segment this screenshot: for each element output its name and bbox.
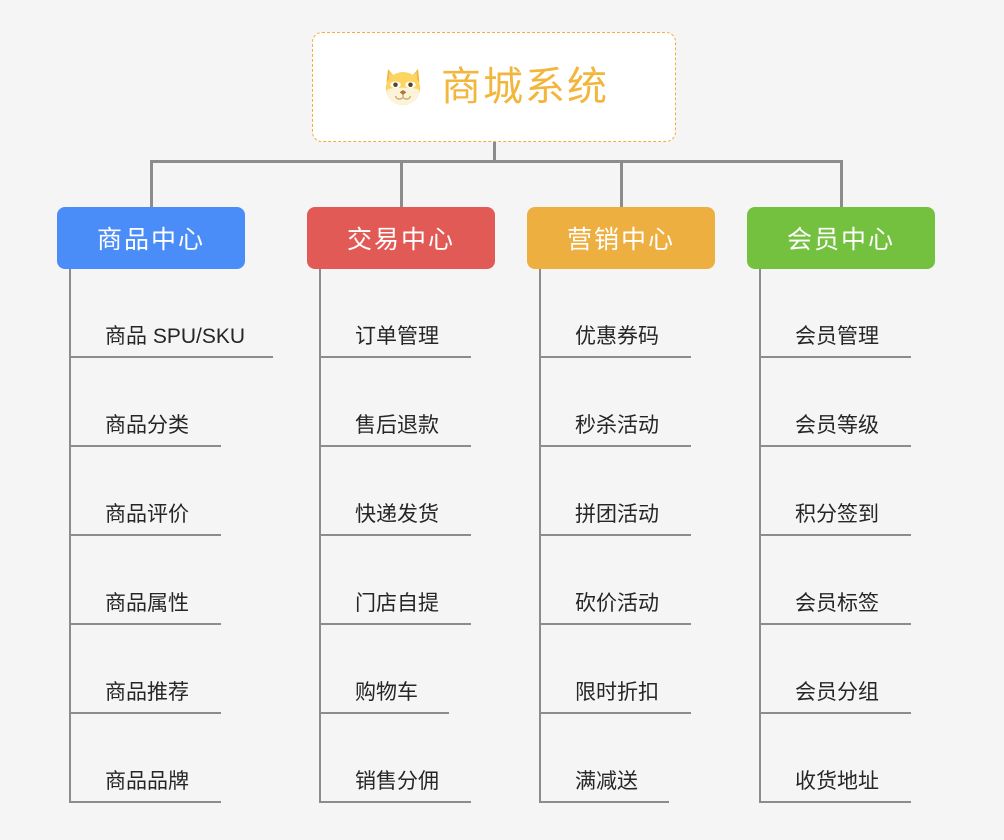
leaf-item-rule xyxy=(539,712,691,714)
leaf-item[interactable]: 限时折扣 xyxy=(539,625,747,714)
leaf-item[interactable]: 积分签到 xyxy=(759,447,967,536)
leaf-item[interactable]: 商品评价 xyxy=(69,447,277,536)
shiba-dog-icon xyxy=(385,69,421,105)
category-box-4[interactable]: 会员中心 xyxy=(747,207,935,269)
leaf-item-rule xyxy=(319,623,471,625)
branch-column-4: 会员中心会员管理会员等级积分签到会员标签会员分组收货地址 xyxy=(747,207,967,803)
leaf-item-label: 商品推荐 xyxy=(105,680,189,704)
leaf-list-4: 会员管理会员等级积分签到会员标签会员分组收货地址 xyxy=(759,269,967,803)
category-box-1[interactable]: 商品中心 xyxy=(57,207,245,269)
leaf-item[interactable]: 会员等级 xyxy=(759,358,967,447)
leaf-item[interactable]: 订单管理 xyxy=(319,269,527,358)
leaf-list-3: 优惠券码秒杀活动拼团活动砍价活动限时折扣满减送 xyxy=(539,269,747,803)
category-box-2[interactable]: 交易中心 xyxy=(307,207,495,269)
leaf-item-label: 会员分组 xyxy=(795,680,879,704)
leaf-item[interactable]: 商品推荐 xyxy=(69,625,277,714)
leaf-item-label: 销售分佣 xyxy=(355,769,439,793)
leaf-item-rule xyxy=(319,445,471,447)
leaf-item-rule xyxy=(69,801,221,803)
connector-drop-3 xyxy=(620,160,623,207)
leaf-item[interactable]: 售后退款 xyxy=(319,358,527,447)
leaf-item-label: 商品分类 xyxy=(105,413,189,437)
leaf-item-label: 购物车 xyxy=(355,680,418,704)
leaf-item-label: 秒杀活动 xyxy=(575,413,659,437)
leaf-item-rule xyxy=(759,623,911,625)
leaf-item[interactable]: 商品属性 xyxy=(69,536,277,625)
connector-drop-2 xyxy=(400,160,403,207)
leaf-item-label: 优惠券码 xyxy=(575,324,659,348)
leaf-item-label: 积分签到 xyxy=(795,502,879,526)
leaf-item-label: 限时折扣 xyxy=(575,680,659,704)
leaf-item-rule xyxy=(759,534,911,536)
leaf-item[interactable]: 快递发货 xyxy=(319,447,527,536)
leaf-item-rule xyxy=(69,623,221,625)
leaf-item[interactable]: 会员分组 xyxy=(759,625,967,714)
branch-column-2: 交易中心订单管理售后退款快递发货门店自提购物车销售分佣 xyxy=(307,207,527,803)
leaf-item-rule xyxy=(539,801,669,803)
branch-column-1: 商品中心商品 SPU/SKU 商品分类商品评价商品属性商品推荐商品品牌 xyxy=(57,207,277,803)
leaf-item-label: 商品品牌 xyxy=(105,769,189,793)
leaf-item[interactable]: 销售分佣 xyxy=(319,714,527,803)
root-title: 商城系统 xyxy=(441,65,609,109)
leaf-item-label: 会员管理 xyxy=(795,324,879,348)
leaf-item-rule xyxy=(539,534,691,536)
leaf-item-rule xyxy=(759,801,911,803)
connector-bus xyxy=(150,160,840,163)
connector-drop-1 xyxy=(150,160,153,207)
leaf-item-rule xyxy=(69,534,221,536)
leaf-item[interactable]: 满减送 xyxy=(539,714,747,803)
leaf-item[interactable]: 秒杀活动 xyxy=(539,358,747,447)
leaf-item[interactable]: 拼团活动 xyxy=(539,447,747,536)
leaf-item-rule xyxy=(69,712,221,714)
leaf-item[interactable]: 门店自提 xyxy=(319,536,527,625)
leaf-item-label: 订单管理 xyxy=(355,324,439,348)
leaf-item-label: 满减送 xyxy=(575,769,638,793)
leaf-item-label: 快递发货 xyxy=(355,502,439,526)
leaf-item-rule xyxy=(319,356,471,358)
connector-trunk-3 xyxy=(539,269,541,803)
leaf-item-label: 售后退款 xyxy=(355,413,439,437)
root-node[interactable]: 商城系统 xyxy=(312,32,676,142)
leaf-item-rule xyxy=(319,801,471,803)
leaf-item[interactable]: 商品 SPU/SKU xyxy=(69,269,277,358)
leaf-item-label: 会员标签 xyxy=(795,591,879,615)
leaf-item-rule xyxy=(319,712,449,714)
leaf-item-rule xyxy=(539,623,691,625)
leaf-item-rule xyxy=(319,534,471,536)
leaf-list-2: 订单管理售后退款快递发货门店自提购物车销售分佣 xyxy=(319,269,527,803)
leaf-item[interactable]: 会员管理 xyxy=(759,269,967,358)
leaf-list-1: 商品 SPU/SKU 商品分类商品评价商品属性商品推荐商品品牌 xyxy=(69,269,277,803)
leaf-item-rule xyxy=(759,445,911,447)
leaf-item-label: 商品 SPU/SKU xyxy=(105,324,246,348)
leaf-item-label: 砍价活动 xyxy=(575,591,659,615)
leaf-item-label: 门店自提 xyxy=(355,591,439,615)
branch-column-3: 营销中心优惠券码秒杀活动拼团活动砍价活动限时折扣满减送 xyxy=(527,207,747,803)
leaf-item-label: 会员等级 xyxy=(795,413,879,437)
leaf-item-rule xyxy=(69,445,221,447)
leaf-item[interactable]: 购物车 xyxy=(319,625,527,714)
leaf-item-label: 商品属性 xyxy=(105,591,189,615)
connector-root-stem xyxy=(493,142,496,163)
leaf-item-rule xyxy=(69,356,273,358)
leaf-item[interactable]: 砍价活动 xyxy=(539,536,747,625)
leaf-item[interactable]: 收货地址 xyxy=(759,714,967,803)
leaf-item[interactable]: 会员标签 xyxy=(759,536,967,625)
leaf-item-rule xyxy=(759,356,911,358)
leaf-item-label: 拼团活动 xyxy=(575,502,659,526)
leaf-item[interactable]: 优惠券码 xyxy=(539,269,747,358)
connector-drop-4 xyxy=(840,160,843,207)
leaf-item-rule xyxy=(759,712,911,714)
leaf-item-label: 收货地址 xyxy=(795,769,879,793)
connector-trunk-1 xyxy=(69,269,71,803)
category-box-3[interactable]: 营销中心 xyxy=(527,207,715,269)
leaf-item-rule xyxy=(539,356,691,358)
leaf-item-label: 商品评价 xyxy=(105,502,189,526)
connector-trunk-2 xyxy=(319,269,321,803)
leaf-item-rule xyxy=(539,445,691,447)
leaf-item[interactable]: 商品分类 xyxy=(69,358,277,447)
connector-trunk-4 xyxy=(759,269,761,803)
leaf-item[interactable]: 商品品牌 xyxy=(69,714,277,803)
